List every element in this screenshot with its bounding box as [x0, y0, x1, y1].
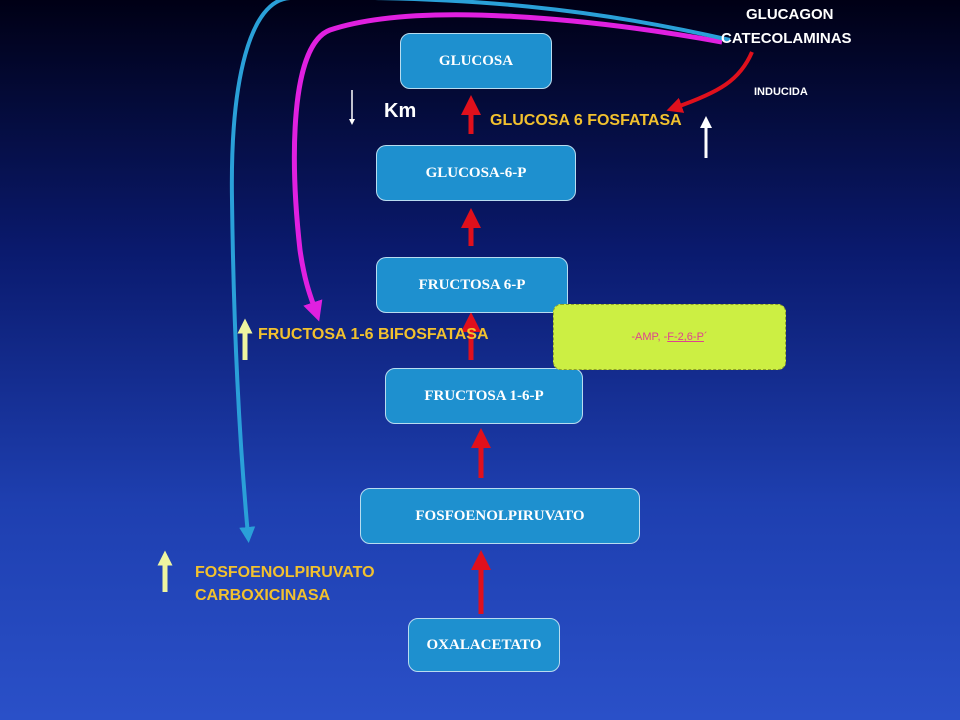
- red-hormone-arrow: [666, 51, 754, 113]
- magenta-hormone-arrow: [291, 12, 723, 322]
- node-glucosa: GLUCOSA: [400, 33, 552, 89]
- enzyme-pepck-line2: CARBOXICINASA: [195, 587, 331, 604]
- node-fructosa-1-6-p: FRUCTOSA 1-6-P: [385, 368, 583, 424]
- cyan-hormone-arrow: [229, 0, 731, 543]
- km-label: Km: [384, 100, 417, 122]
- node-glucosa-6-p: GLUCOSA-6-P: [376, 145, 576, 201]
- inhibitors-prefix: -AMP, -: [631, 331, 668, 343]
- inducida-label: INDUCIDA: [754, 86, 808, 98]
- enzyme-glucosa-6-fosfatasa: GLUCOSA 6 FOSFATASA: [490, 112, 682, 129]
- enzyme-pepck-line1: FOSFOENOLPIRUVATO: [195, 564, 375, 581]
- node-oxalacetato: OXALACETATO: [408, 618, 560, 672]
- catecolaminas-label: CATECOLAMINAS: [721, 30, 852, 47]
- inhibitors-f26p: F-2,6-P: [667, 331, 704, 343]
- glucagon-label: GLUCAGON: [746, 6, 834, 23]
- node-fructosa-6-p: FRUCTOSA 6-P: [376, 257, 568, 313]
- inhibitors-box: -AMP, -F-2,6-P´: [553, 304, 786, 370]
- node-fosfoenolpiruvato: FOSFOENOLPIRUVATO: [360, 488, 640, 544]
- enzyme-fructosa-bifosfatasa: FRUCTOSA 1-6 BIFOSFATASA: [258, 326, 489, 343]
- inhibitors-suffix: ´: [703, 331, 708, 343]
